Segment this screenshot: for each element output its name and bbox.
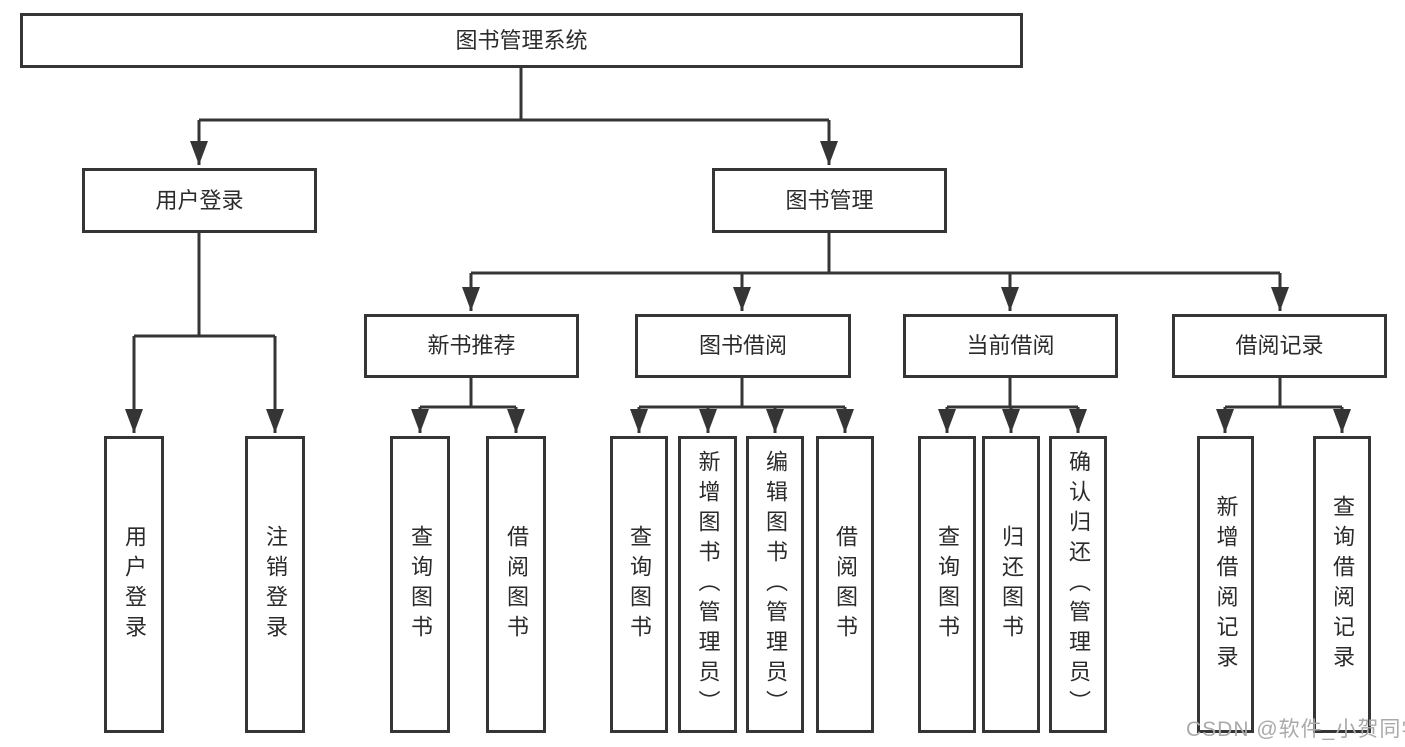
- node-borrow-records-label: 借阅记录: [1235, 333, 1324, 358]
- node-edit-books-admin: 编辑图书（管理员）: [746, 436, 804, 733]
- node-borrow-books-recommend-label: 借阅图书: [504, 524, 529, 645]
- watermark: CSDN @软件_小贺同学: [1186, 718, 1405, 741]
- node-root: 图书管理系统: [20, 13, 1023, 68]
- node-user-login-label: 用户登录: [155, 187, 244, 213]
- node-book-borrow-label: 图书借阅: [698, 333, 787, 358]
- node-root-label: 图书管理系统: [455, 27, 588, 53]
- node-confirm-return-admin: 确认归还（管理员）: [1049, 436, 1107, 733]
- node-query-books-current-label: 查询图书: [935, 524, 960, 645]
- node-query-books-recommend: 查询图书: [390, 436, 450, 733]
- node-add-borrow-record-label: 新增借阅记录: [1213, 494, 1239, 675]
- node-query-borrow-record-label: 查询借阅记录: [1330, 494, 1355, 675]
- node-book-borrow: 图书借阅: [635, 314, 851, 378]
- node-add-books-admin: 新增图书（管理员）: [678, 436, 737, 733]
- node-borrow-records: 借阅记录: [1172, 314, 1387, 378]
- node-add-borrow-record: 新增借阅记录: [1197, 436, 1254, 733]
- node-query-books-borrow-label: 查询图书: [627, 524, 652, 645]
- node-add-books-admin-label: 新增图书（管理员）: [695, 449, 721, 720]
- node-query-books-current: 查询图书: [918, 436, 976, 733]
- node-logout-action: 注销登录: [245, 436, 305, 733]
- node-query-books-borrow: 查询图书: [610, 436, 668, 733]
- node-edit-books-admin-label: 编辑图书（管理员）: [763, 449, 788, 720]
- node-borrow-books-recommend: 借阅图书: [486, 436, 546, 733]
- node-query-books-recommend-label: 查询图书: [408, 524, 433, 645]
- node-logout-action-label: 注销登录: [263, 524, 288, 645]
- node-return-books-label: 归还图书: [999, 524, 1024, 645]
- node-new-book-recommend: 新书推荐: [364, 314, 579, 378]
- node-borrow-books-borrow: 借阅图书: [816, 436, 874, 733]
- node-user-login: 用户登录: [82, 168, 317, 233]
- node-book-management: 图书管理: [712, 168, 947, 233]
- node-current-borrow: 当前借阅: [903, 314, 1118, 378]
- node-book-management-label: 图书管理: [785, 187, 874, 213]
- node-new-book-recommend-label: 新书推荐: [427, 333, 516, 358]
- node-borrow-books-borrow-label: 借阅图书: [833, 524, 858, 645]
- node-confirm-return-admin-label: 确认归还（管理员）: [1066, 449, 1091, 720]
- node-user-login-action-label: 用户登录: [122, 524, 147, 645]
- node-return-books: 归还图书: [982, 436, 1040, 733]
- node-current-borrow-label: 当前借阅: [966, 333, 1055, 358]
- node-query-borrow-record: 查询借阅记录: [1313, 436, 1371, 733]
- node-user-login-action: 用户登录: [104, 436, 164, 733]
